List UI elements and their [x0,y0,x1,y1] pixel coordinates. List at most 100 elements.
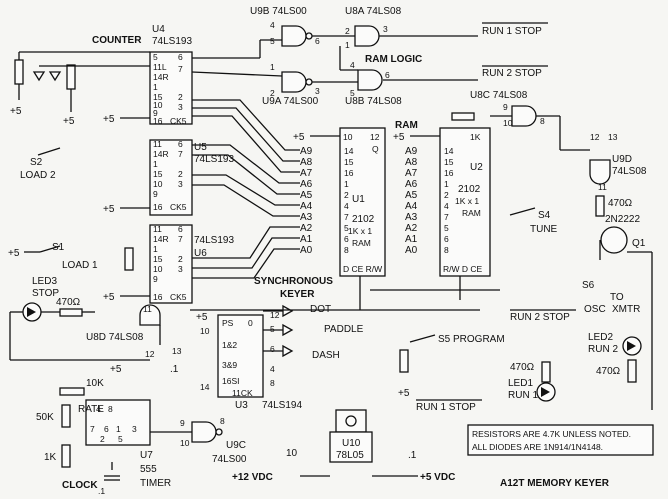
svg-text:A1: A1 [300,234,313,245]
svg-text:5: 5 [153,52,158,62]
svg-text:2: 2 [100,434,105,444]
svg-text:D CE R/W: D CE R/W [343,264,382,274]
svg-text:U8D 74LS08: U8D 74LS08 [86,332,144,343]
svg-text:10: 10 [153,179,163,189]
gate-u8c-label: U8C 74LS08 [470,90,528,101]
svg-text:.1: .1 [98,486,105,496]
svg-text:+5: +5 [63,116,75,127]
svg-text:74LS193: 74LS193 [152,36,192,47]
svg-text:RUN 1: RUN 1 [508,390,538,401]
svg-text:LOAD 1: LOAD 1 [62,260,98,271]
svg-text:14R: 14R [153,72,169,82]
rate-label: RATE [78,404,104,415]
svg-text:74LS193: 74LS193 [194,154,234,165]
svg-text:74LS08: 74LS08 [612,166,647,177]
chip-u10: U10 78L05 [329,409,373,463]
keyer-label-2: KEYER [280,289,315,300]
svg-text:6: 6 [178,224,183,234]
svg-text:Q: Q [372,144,379,154]
svg-text:U5: U5 [194,142,207,153]
svg-text:15: 15 [153,254,163,264]
svg-text:11: 11 [598,182,607,192]
top-wires [191,35,478,83]
svg-text:470Ω: 470Ω [510,362,535,373]
svg-text:15: 15 [153,169,163,179]
svg-text:6: 6 [315,36,320,46]
r50k [61,404,71,428]
svg-text:5: 5 [270,324,275,334]
ram-label: RAM [395,120,418,131]
svg-text:16: 16 [153,292,163,302]
svg-text:11CK: 11CK [232,388,253,398]
supply-5v: +5 VDC [420,472,455,483]
svg-text:8: 8 [220,416,225,426]
svg-text:12: 12 [145,349,155,359]
svg-text:U3: U3 [235,400,248,411]
svg-text:A8: A8 [405,157,418,168]
notes-box: RESISTORS ARE 4.7K UNLESS NOTED. ALL DIO… [467,424,654,456]
r10k-label: 10K [86,378,104,389]
svg-text:4: 4 [270,364,275,374]
svg-text:U10: U10 [342,438,361,449]
svg-text:U1: U1 [352,194,365,205]
svg-text:A3: A3 [300,212,313,223]
svg-text:A6: A6 [405,179,418,190]
svg-text:14R: 14R [153,149,169,159]
svg-text:2: 2 [444,190,449,200]
svg-text:0: 0 [248,318,253,328]
counter-label: COUNTER [92,35,142,46]
svg-text:3: 3 [178,102,183,112]
run1-stop-bottom: RUN 1 STOP [416,402,476,413]
svg-text:6: 6 [270,344,275,354]
note-resistors: RESISTORS ARE 4.7K UNLESS NOTED. [472,429,631,439]
gate-u8a: 213 [345,24,388,50]
page-title: A12T MEMORY KEYER [500,478,610,489]
dash-signal: DASH [312,350,340,361]
svg-text:9: 9 [180,418,185,428]
u3-supply: +5 [196,312,208,323]
svg-text:+5: +5 [8,248,20,259]
svg-text:CK5: CK5 [170,202,187,212]
svg-text:U6: U6 [194,248,207,259]
to-label: TO [610,292,624,303]
svg-text:6: 6 [178,139,183,149]
svg-text:10: 10 [200,326,210,336]
svg-text:CK5: CK5 [170,292,187,302]
svg-text:8: 8 [444,245,449,255]
svg-text:14: 14 [344,146,354,156]
svg-text:A8: A8 [300,157,313,168]
s5-supply: +5 [398,388,410,399]
svg-text:+5: +5 [10,106,22,117]
svg-text:3: 3 [178,179,183,189]
supply-12v: +12 VDC [232,472,273,483]
svg-text:2: 2 [345,26,350,36]
svg-text:5: 5 [344,223,349,233]
q1-base-resistor [595,195,605,217]
u2-q-resistor [451,112,475,121]
svg-text:10: 10 [180,438,190,448]
svg-text:12: 12 [590,132,600,142]
svg-text:10: 10 [343,132,353,142]
svg-text:5: 5 [270,36,275,46]
xmtr-label: XMTR [612,304,640,315]
r50k-label: 50K [36,412,54,423]
svg-text:14R: 14R [153,234,169,244]
svg-text:+5: +5 [103,292,115,303]
svg-text:9: 9 [503,102,508,112]
svg-text:7: 7 [178,149,183,159]
svg-text:4: 4 [96,404,101,414]
svg-text:9: 9 [153,274,158,284]
paddle-signal: PADDLE [324,324,364,335]
gate-u8b-label: U8B 74LS08 [345,96,402,107]
svg-text:7: 7 [444,212,449,222]
svg-text:1: 1 [444,179,449,189]
svg-text:16: 16 [153,116,163,126]
svg-text:9: 9 [153,108,158,118]
svg-text:14: 14 [444,146,454,156]
svg-text:7: 7 [344,212,349,222]
r1k-label: 1K [44,452,57,463]
svg-text:470Ω: 470Ω [596,366,621,377]
